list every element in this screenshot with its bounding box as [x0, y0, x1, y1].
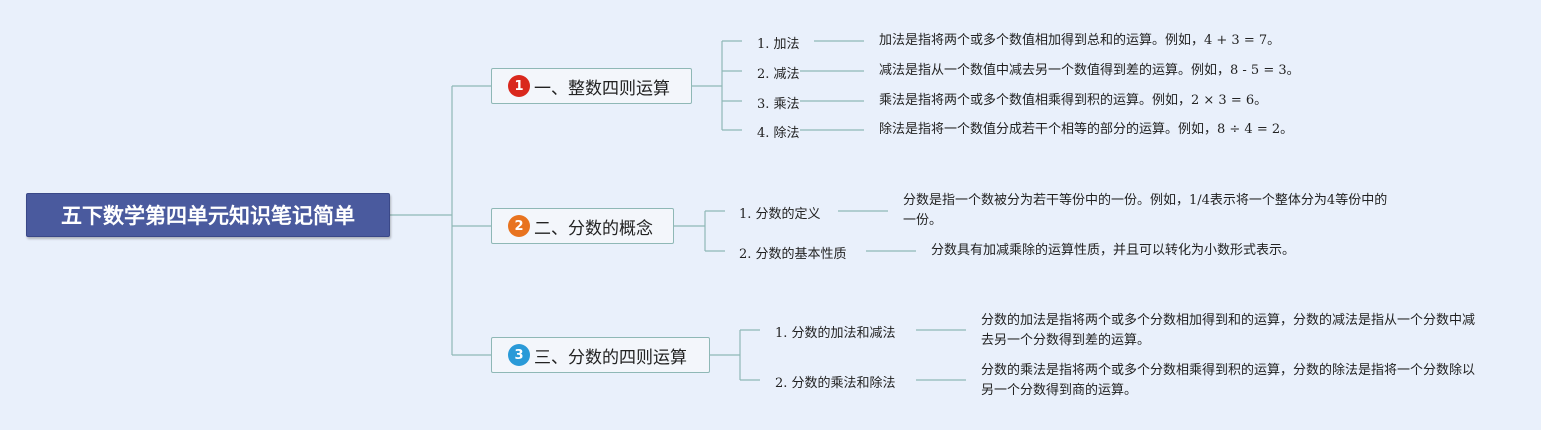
topic-1-item-1-label[interactable]: 1. 加法: [757, 37, 800, 52]
root-title: 五下数学第四单元知识笔记简单: [61, 204, 355, 228]
topic-1[interactable]: 1 一、整数四则运算: [491, 68, 692, 104]
topic-2-item-2-text[interactable]: 分数具有加减乘除的运算性质，并且可以转化为小数形式表示。: [931, 243, 1296, 258]
topic-3-item-1-label[interactable]: 1. 分数的加法和减法: [775, 326, 896, 341]
topic-3[interactable]: 3 三、分数的四则运算: [491, 337, 710, 373]
number-2-badge: 2: [508, 215, 530, 237]
topic-3-item-1-text[interactable]: 分数的加法是指将两个或多个分数相加得到和的运算，分数的减法是指从一个分数中减去另…: [981, 313, 1476, 348]
topic-1-item-3-label[interactable]: 3. 乘法: [757, 97, 800, 112]
number-1-badge: 1: [508, 75, 530, 97]
number-3-badge: 3: [508, 344, 530, 366]
topic-1-title: 一、整数四则运算: [534, 78, 670, 99]
topic-1-item-2-text[interactable]: 减法是指从一个数值中减去另一个数值得到差的运算。例如，8 - 5 = 3。: [879, 63, 1300, 78]
topic-3-title: 三、分数的四则运算: [534, 347, 687, 368]
topic-1-item-1-text[interactable]: 加法是指将两个或多个数值相加得到总和的运算。例如，4 + 3 = 7。: [879, 33, 1281, 48]
topic-2[interactable]: 2 二、分数的概念: [491, 208, 674, 244]
root-topic[interactable]: 五下数学第四单元知识笔记简单: [26, 193, 390, 237]
topic-1-item-4-label[interactable]: 4. 除法: [757, 126, 800, 141]
topic-2-item-2-label[interactable]: 2. 分数的基本性质: [739, 247, 847, 262]
topic-1-item-3-text[interactable]: 乘法是指将两个或多个数值相乘得到积的运算。例如，2 × 3 = 6。: [879, 93, 1268, 108]
topic-2-item-1-text[interactable]: 分数是指一个数被分为若干等份中的一份。例如，1/4表示将一个整体分为4等份中的一…: [903, 193, 1388, 228]
topic-3-item-2-text[interactable]: 分数的乘法是指将两个或多个分数相乘得到积的运算，分数的除法是指将一个分数除以另一…: [981, 363, 1476, 398]
topic-3-item-2-label[interactable]: 2. 分数的乘法和除法: [775, 376, 896, 391]
topic-2-item-1-label[interactable]: 1. 分数的定义: [739, 207, 821, 222]
topic-1-item-4-text[interactable]: 除法是指将一个数值分成若干个相等的部分的运算。例如，8 ÷ 4 = 2。: [879, 122, 1294, 137]
topic-1-item-2-label[interactable]: 2. 减法: [757, 67, 800, 82]
topic-2-title: 二、分数的概念: [534, 218, 653, 239]
